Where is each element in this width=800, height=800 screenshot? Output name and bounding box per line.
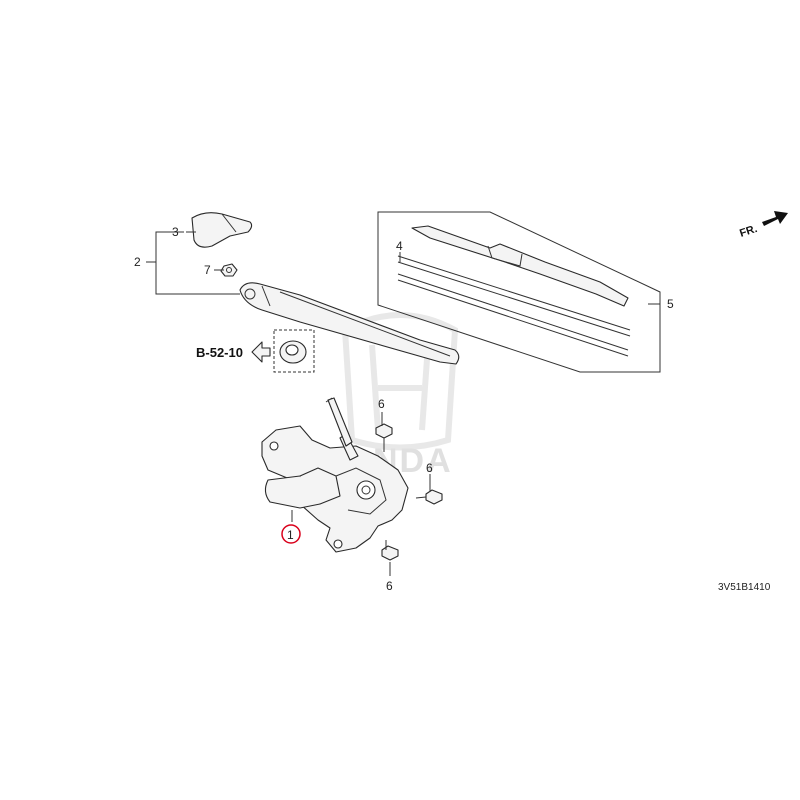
wiper-blade [411, 225, 629, 307]
reference-box [273, 329, 315, 373]
callout-5[interactable]: 5 [667, 297, 674, 311]
front-direction-indicator: FR. [738, 211, 788, 240]
callout-4[interactable]: 4 [396, 239, 403, 253]
diagram-code: 3V51B1410 [718, 582, 771, 593]
front-arrow-icon [762, 211, 788, 226]
bolt-top [375, 423, 393, 452]
rubber-refill [397, 255, 631, 357]
callout-3[interactable]: 3 [172, 225, 179, 239]
blade-assembly-box [377, 211, 661, 373]
bolt-bottom [381, 540, 399, 561]
callout-6-bottom[interactable]: 6 [386, 579, 393, 593]
grommet-reference [251, 329, 315, 373]
wiper-arm [239, 282, 460, 365]
callout-1[interactable]: 1 [287, 528, 294, 542]
callout-2[interactable]: 2 [134, 255, 141, 269]
highlight-circle [281, 524, 301, 544]
wiper-motor [261, 397, 409, 553]
front-label: FR. [738, 223, 759, 240]
leader-lines [146, 231, 660, 576]
callout-6-top[interactable]: 6 [378, 397, 385, 411]
arm-cap [191, 212, 253, 248]
reference-label[interactable]: B-52-10 [196, 345, 243, 360]
callout-6-right[interactable]: 6 [426, 461, 433, 475]
reference-arrow [251, 341, 271, 363]
nut [220, 263, 238, 277]
bolt-right [415, 489, 443, 505]
callout-7[interactable]: 7 [204, 263, 211, 277]
